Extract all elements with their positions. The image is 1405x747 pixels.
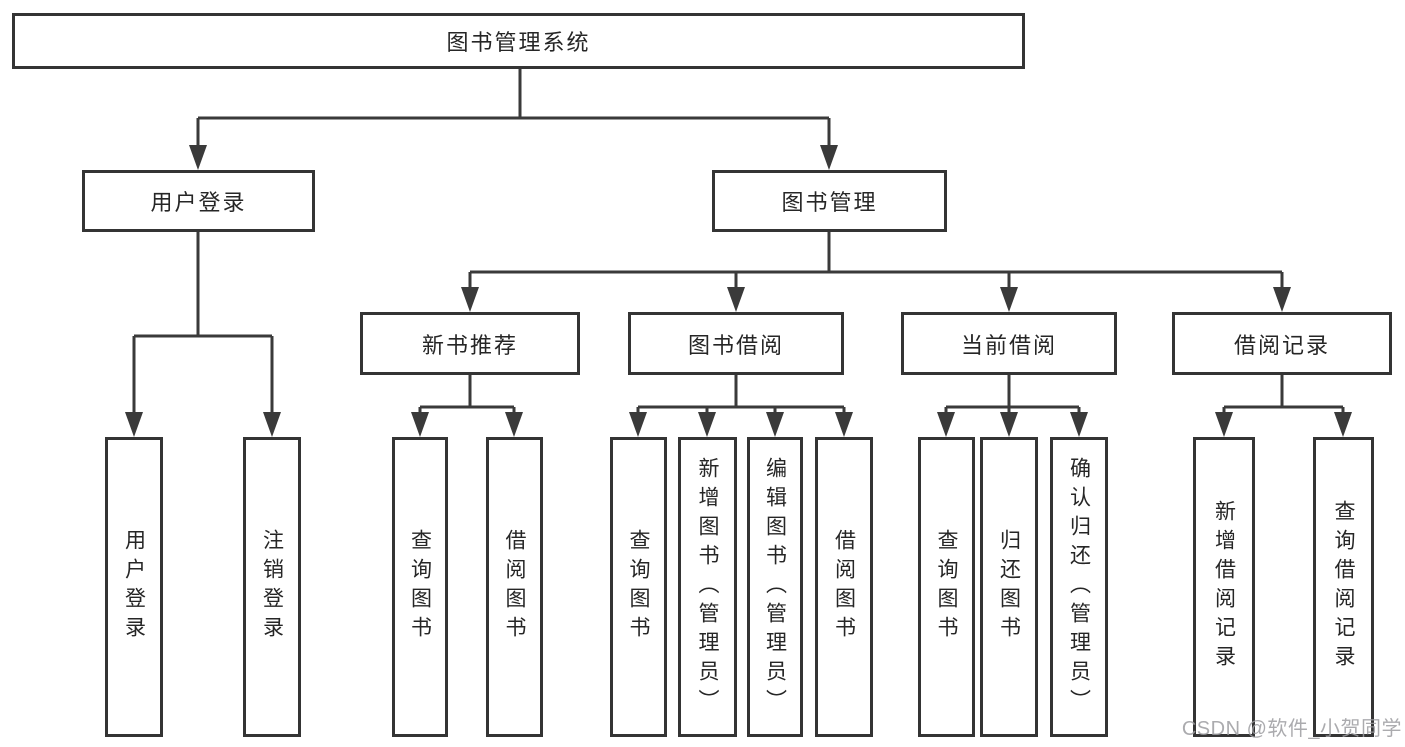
arrowhead-icon bbox=[505, 412, 523, 437]
connector-new-book-recommend-to-leaves bbox=[418, 375, 516, 418]
leaf-cb-return-books: 归还图书 bbox=[980, 437, 1038, 737]
arrowhead-icon bbox=[125, 412, 143, 437]
leaf-bb-add-books-admin: 新增图书（管理员） bbox=[678, 437, 737, 737]
csdn-watermark: CSDN @软件_小贺同学 bbox=[1181, 718, 1402, 740]
node-user-login: 用户登录 bbox=[82, 170, 315, 232]
node-current-borrow: 当前借阅 bbox=[901, 312, 1117, 375]
leaf-cb-confirm-return-admin: 确认归还（管理员） bbox=[1050, 437, 1108, 737]
connector-root-to-level2 bbox=[196, 68, 831, 150]
arrowhead-icon bbox=[727, 287, 745, 312]
arrowhead-icon bbox=[461, 287, 479, 312]
arrowheads bbox=[125, 145, 1352, 437]
arrowhead-icon bbox=[189, 145, 207, 170]
node-book-management: 图书管理 bbox=[712, 170, 947, 232]
arrowhead-icon bbox=[937, 412, 955, 437]
connector-borrow-records-to-leaves bbox=[1222, 375, 1345, 418]
connector-book-borrow-to-leaves bbox=[636, 375, 846, 418]
arrowhead-icon bbox=[411, 412, 429, 437]
arrowhead-icon bbox=[835, 412, 853, 437]
node-new-book-recommend: 新书推荐 bbox=[360, 312, 580, 375]
arrowhead-icon bbox=[1215, 412, 1233, 437]
arrowhead-icon bbox=[263, 412, 281, 437]
leaf-bb-edit-books-admin: 编辑图书（管理员） bbox=[747, 437, 803, 737]
arrowhead-icon bbox=[766, 412, 784, 437]
node-root: 图书管理系统 bbox=[12, 13, 1025, 69]
arrowhead-icon bbox=[1273, 287, 1291, 312]
arrowhead-icon bbox=[698, 412, 716, 437]
leaf-br-add-record: 新增借阅记录 bbox=[1193, 437, 1255, 737]
connector-user-login-to-leaves bbox=[132, 232, 274, 418]
arrowhead-icon bbox=[629, 412, 647, 437]
leaf-bb-borrow-books: 借阅图书 bbox=[815, 437, 873, 737]
node-book-borrow: 图书借阅 bbox=[628, 312, 844, 375]
connector-book-management-to-level3 bbox=[468, 232, 1284, 292]
arrowhead-icon bbox=[1334, 412, 1352, 437]
leaf-cb-query-books: 查询图书 bbox=[918, 437, 975, 737]
leaf-br-query-record: 查询借阅记录 bbox=[1313, 437, 1374, 737]
node-borrow-records: 借阅记录 bbox=[1172, 312, 1392, 375]
arrowhead-icon bbox=[820, 145, 838, 170]
leaf-nbr-borrow-books: 借阅图书 bbox=[486, 437, 543, 737]
leaf-nbr-query-books: 查询图书 bbox=[392, 437, 448, 737]
connector-current-borrow-to-leaves bbox=[944, 375, 1081, 418]
leaf-logout: 注销登录 bbox=[243, 437, 301, 737]
leaf-bb-query-books: 查询图书 bbox=[610, 437, 667, 737]
arrowhead-icon bbox=[1070, 412, 1088, 437]
leaf-user-login: 用户登录 bbox=[105, 437, 163, 737]
arrowhead-icon bbox=[1000, 287, 1018, 312]
arrowhead-icon bbox=[1000, 412, 1018, 437]
